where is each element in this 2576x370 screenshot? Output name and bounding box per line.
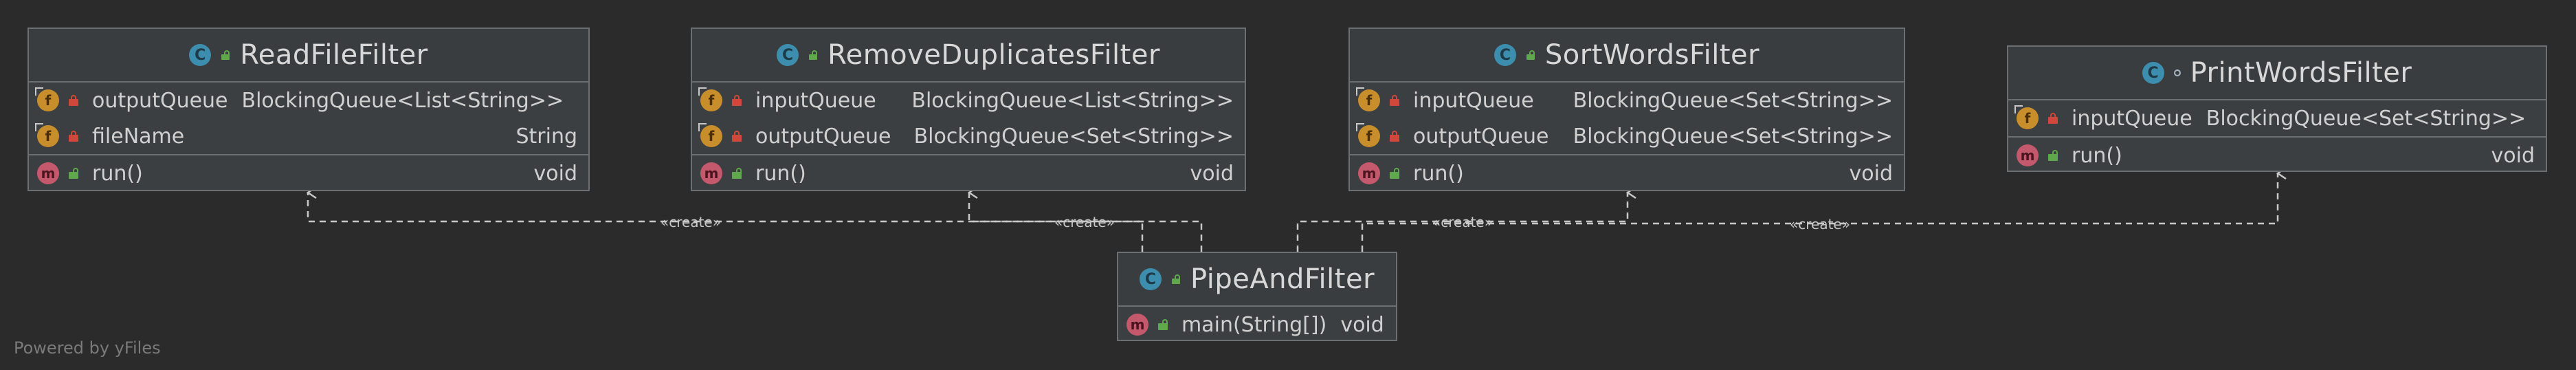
- class-header: C PipeAndFilter: [1118, 253, 1396, 307]
- method-row[interactable]: m run() void: [1350, 154, 1904, 191]
- class-node-sortwordsfilter[interactable]: C SortWordsFilter f inputQueue BlockingQ…: [1348, 28, 1905, 191]
- method-row[interactable]: m run() void: [29, 154, 588, 191]
- create-edge-printwordsfilter: [1361, 173, 2278, 252]
- field-type: BlockingQueue<List<String>>: [241, 88, 564, 113]
- class-name: SortWordsFilter: [1544, 39, 1760, 71]
- method-icon: m: [2017, 144, 2039, 166]
- field-type: BlockingQueue<Set<String>>: [1573, 88, 1893, 113]
- field-row[interactable]: f inputQueue BlockingQueue<Set<String>>: [1350, 83, 1904, 118]
- open-lock-icon: [221, 50, 230, 60]
- public-lock-icon: [1158, 319, 1168, 330]
- private-lock-icon: [1390, 95, 1399, 106]
- private-lock-icon: [1390, 131, 1399, 142]
- field-icon: f: [1356, 87, 1380, 111]
- class-icon: C: [1139, 268, 1162, 290]
- method-name: main(String[]): [1181, 312, 1327, 337]
- create-edge-readfilefilter: [308, 193, 1144, 252]
- class-header: C PrintWordsFilter: [2008, 47, 2546, 100]
- field-name: outputQueue: [755, 124, 891, 149]
- class-icon: C: [777, 44, 799, 66]
- field-type: BlockingQueue<Set<String>>: [913, 124, 1234, 149]
- method-row[interactable]: m run() void: [692, 154, 1245, 191]
- public-lock-icon: [1390, 168, 1399, 179]
- field-icon: f: [1356, 123, 1380, 147]
- public-lock-icon: [69, 168, 78, 179]
- public-lock-icon: [2048, 150, 2058, 161]
- field-name: inputQueue: [1413, 88, 1534, 113]
- method-icon: m: [1358, 162, 1380, 184]
- create-label-printwordsfilter: «create»: [1790, 216, 1850, 232]
- open-lock-icon: [1171, 274, 1181, 284]
- create-label-removeduplicatesfilter: «create»: [1054, 214, 1115, 230]
- class-header: C RemoveDuplicatesFilter: [692, 29, 1245, 83]
- create-edge-removeduplicatesfilter: [969, 193, 1203, 252]
- package-private-icon: [2173, 69, 2181, 76]
- field-row[interactable]: f outputQueue BlockingQueue<Set<String>>: [692, 118, 1245, 154]
- field-name: fileName: [92, 124, 185, 149]
- field-icon: f: [698, 123, 722, 147]
- field-type: BlockingQueue<Set<String>>: [1573, 124, 1893, 149]
- private-lock-icon: [732, 131, 742, 142]
- private-lock-icon: [2048, 113, 2058, 124]
- class-icon: C: [2142, 62, 2164, 84]
- class-icon: C: [1494, 44, 1516, 66]
- class-name: PrintWordsFilter: [2190, 57, 2412, 89]
- powered-by-footer: Powered by yFiles: [14, 338, 161, 358]
- field-icon: f: [35, 87, 59, 111]
- field-row[interactable]: f inputQueue BlockingQueue<Set<String>>: [2008, 100, 2546, 136]
- field-type: BlockingQueue<Set<String>>: [2206, 106, 2527, 131]
- create-label-readfilefilter: «create»: [660, 214, 721, 230]
- method-name: run(): [1413, 161, 1464, 186]
- field-type: String: [515, 124, 577, 149]
- class-name: PipeAndFilter: [1190, 263, 1375, 295]
- method-row[interactable]: m main(String[]) void: [1118, 307, 1396, 342]
- method-return-type: void: [2491, 143, 2535, 168]
- field-icon: f: [35, 123, 59, 147]
- method-name: run(): [92, 161, 143, 186]
- class-node-printwordsfilter[interactable]: C PrintWordsFilter f inputQueue Blocking…: [2007, 45, 2547, 172]
- open-lock-icon: [808, 50, 818, 60]
- method-return-type: void: [1340, 312, 1384, 337]
- field-row[interactable]: f outputQueue BlockingQueue<Set<String>>: [1350, 118, 1904, 154]
- method-row[interactable]: m run() void: [2008, 136, 2546, 173]
- method-return-type: void: [1190, 161, 1234, 186]
- class-name: RemoveDuplicatesFilter: [828, 39, 1160, 71]
- method-name: run(): [755, 161, 806, 186]
- field-name: outputQueue: [1413, 124, 1549, 149]
- field-row[interactable]: f outputQueue BlockingQueue<List<String>…: [29, 83, 588, 118]
- method-return-type: void: [1849, 161, 1894, 186]
- field-name: inputQueue: [2072, 106, 2192, 131]
- method-icon: m: [37, 162, 59, 184]
- field-icon: f: [2014, 105, 2039, 129]
- method-name: run(): [2072, 143, 2122, 168]
- class-name: ReadFileFilter: [240, 39, 428, 71]
- create-edge-sortwordsfilter: [1296, 193, 1628, 252]
- field-name: inputQueue: [755, 88, 876, 113]
- private-lock-icon: [69, 95, 78, 106]
- field-type: BlockingQueue<List<String>>: [911, 88, 1234, 113]
- method-icon: m: [700, 162, 722, 184]
- private-lock-icon: [69, 131, 78, 142]
- class-node-readfilefilter[interactable]: C ReadFileFilter f outputQueue BlockingQ…: [27, 28, 590, 191]
- private-lock-icon: [732, 95, 742, 106]
- class-header: C SortWordsFilter: [1350, 29, 1904, 83]
- class-node-pipeandfilter[interactable]: C PipeAndFilter m main(String[]) void: [1117, 252, 1397, 341]
- class-header: C ReadFileFilter: [29, 29, 588, 83]
- field-name: outputQueue: [92, 88, 228, 113]
- create-label-sortwordsfilter: «create»: [1432, 214, 1493, 230]
- field-row[interactable]: f inputQueue BlockingQueue<List<String>>: [692, 83, 1245, 118]
- method-icon: m: [1126, 314, 1148, 336]
- class-node-removeduplicatesfilter[interactable]: C RemoveDuplicatesFilter f inputQueue Bl…: [691, 28, 1246, 191]
- field-row[interactable]: f fileName String: [29, 118, 588, 154]
- method-return-type: void: [533, 161, 578, 186]
- open-lock-icon: [1526, 50, 1535, 60]
- public-lock-icon: [732, 168, 742, 179]
- field-icon: f: [698, 87, 722, 111]
- class-icon: C: [189, 44, 212, 66]
